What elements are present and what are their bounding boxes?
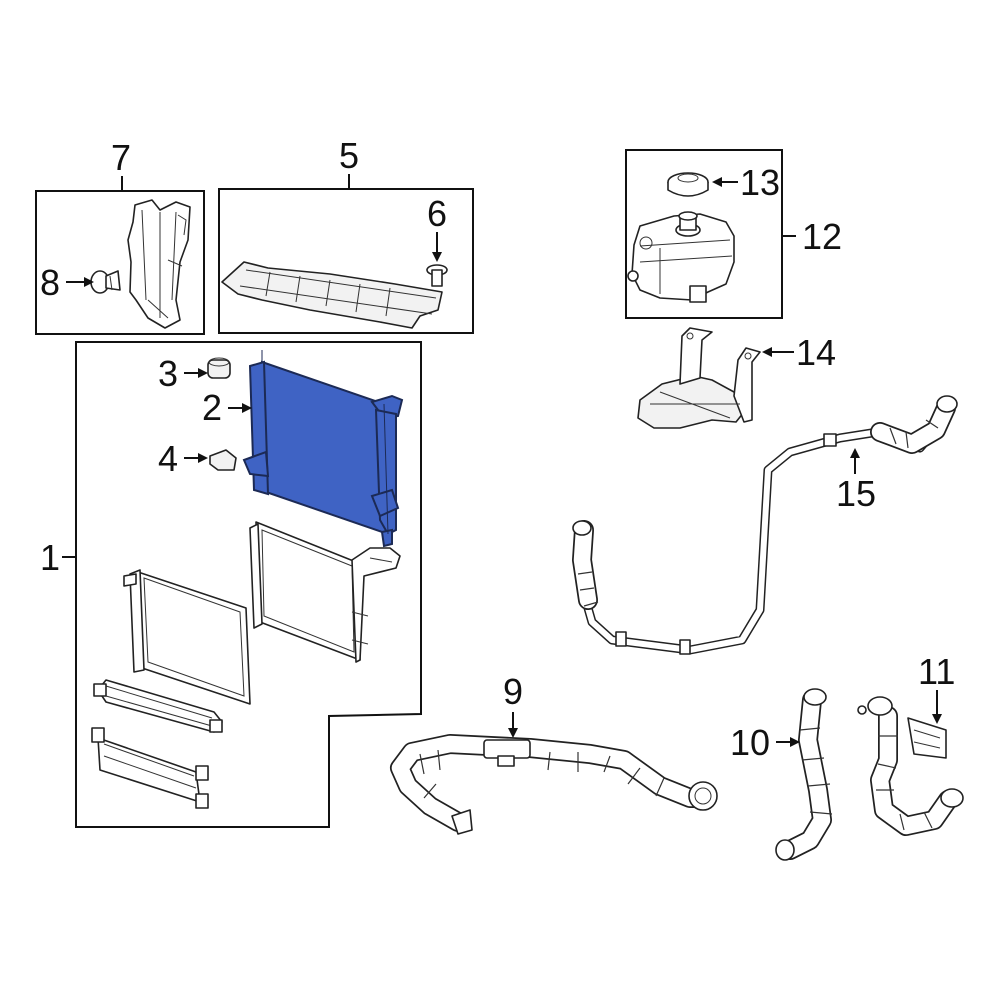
callout-labels: 1 2 3 4 5 6 7 8 9 10 11 12 13 14 15 [40,135,955,763]
hose-with-thermostat-part[interactable] [857,696,964,836]
callout-10: 10 [730,722,770,763]
callout-13: 13 [740,162,780,203]
callout-7: 7 [111,137,131,178]
air-deflector-part[interactable] [127,199,191,329]
callout-15: 15 [836,473,876,514]
callout-2: 2 [202,387,222,428]
callout-12: 12 [802,216,842,257]
reservoir-bracket-part[interactable] [637,327,761,429]
radiator-hose-part[interactable] [390,734,718,835]
oil-cooler-upper-part[interactable] [93,679,223,733]
callout-3: 3 [158,353,178,394]
callout-11: 11 [918,651,955,692]
group-box-1 [62,341,422,828]
radiator-core[interactable] [260,360,390,536]
coolant-hose-tube-part[interactable] [572,395,958,655]
condenser-part[interactable] [249,521,401,663]
group-box-12 [625,149,796,319]
lower-isolator-part[interactable] [209,449,237,471]
callout-8: 8 [40,262,60,303]
callout-9: 9 [503,671,523,712]
coolant-hose-part-10[interactable] [775,688,833,861]
callout-6: 6 [427,193,447,234]
coolant-reservoir-part[interactable] [627,211,735,303]
group-box-5 [218,174,474,334]
callout-5: 5 [339,135,359,176]
push-pin-part[interactable] [90,270,121,294]
group-box-7 [35,176,205,335]
upper-isolator-part[interactable] [207,357,231,379]
callout-1: 1 [40,537,60,578]
upper-air-baffle-part[interactable] [221,261,443,329]
oil-cooler-lower-part[interactable] [91,727,209,809]
bolt-part[interactable] [426,264,448,287]
pressure-cap-part[interactable] [667,172,709,197]
callout-4: 4 [158,438,178,479]
callout-14: 14 [796,332,836,373]
leader-lines [66,177,942,747]
radiator-part-highlighted[interactable] [242,350,404,548]
auxiliary-cooler-part[interactable] [123,569,251,705]
